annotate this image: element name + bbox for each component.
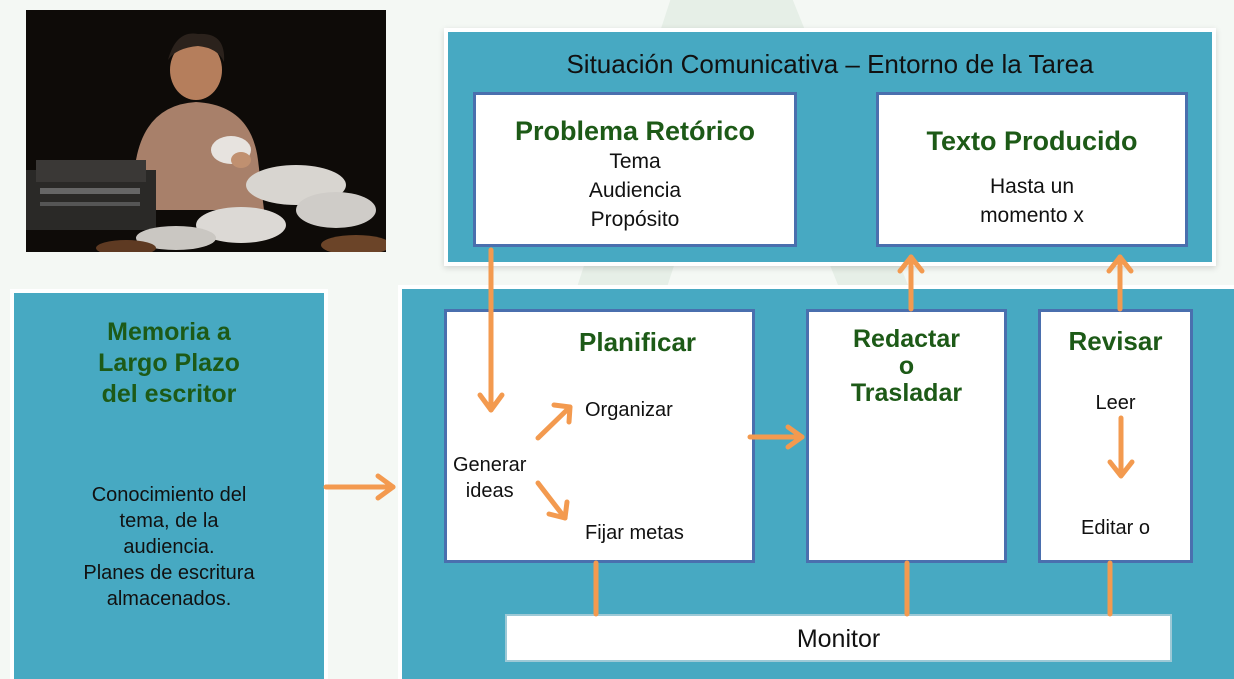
memory-heading-line: Memoria a	[107, 318, 231, 346]
rhetorical-problem-item: Audiencia	[588, 179, 682, 202]
arrow-generate-to-goals-head	[546, 499, 570, 521]
writer-photo	[26, 10, 386, 252]
review-heading: Revisar	[1068, 326, 1163, 356]
rhetorical-problem-item: Tema	[609, 150, 661, 173]
rhetorical-problem-item: Propósito	[590, 208, 680, 231]
plan-goals-label: Fijar metas	[585, 522, 684, 544]
memory-body-line: Planes de escritura	[83, 562, 255, 584]
review-edit-label: Editar o	[1081, 517, 1150, 539]
memory-body-line: audiencia.	[123, 536, 215, 558]
produced-text-box: Texto Producido Hasta un momento x	[876, 92, 1188, 247]
rhetorical-problem-heading: Problema Retórico	[514, 116, 756, 146]
arrow-review-to-text-head	[1106, 254, 1134, 274]
produced-text-line: Hasta un	[989, 175, 1075, 198]
arrow-memory-to-process-head	[375, 473, 396, 501]
arrow-generate-to-goals	[535, 480, 568, 521]
long-term-memory-panel: Memoria a Largo Plazo del escritor Conoc…	[10, 289, 328, 679]
arrow-translate-to-text-head	[897, 254, 925, 274]
memory-heading-line: Largo Plazo	[98, 349, 240, 377]
monitor-box: Monitor	[505, 614, 1172, 662]
rhetorical-problem-box: Problema Retórico Tema Audiencia Propósi…	[473, 92, 797, 247]
translate-box: Redactar o Trasladar	[806, 309, 1007, 563]
arrow-read-to-edit-head	[1107, 459, 1135, 479]
memory-body-line: Conocimiento del	[91, 484, 247, 506]
monitor-label: Monitor	[796, 625, 881, 653]
memory-body-line: almacenados.	[106, 588, 232, 610]
translate-heading-line: Trasladar	[850, 379, 963, 407]
plan-organize-label: Organizar	[585, 399, 673, 421]
produced-text-line: momento x	[980, 204, 1084, 227]
plan-generate-line: ideas	[465, 480, 514, 502]
arrow-plan-to-translate-head	[785, 424, 805, 450]
arrow-generate-to-organize-head	[551, 402, 573, 425]
produced-text-heading: Texto Producido	[926, 126, 1138, 156]
arrow-problem-to-plan-head	[477, 392, 505, 413]
panel-title: Situación Comunicativa – Entorno de la T…	[566, 49, 1094, 79]
translate-heading-line: o	[898, 352, 915, 380]
memory-heading-line: del escritor	[101, 380, 237, 408]
arrow-generate-to-organize	[535, 404, 573, 441]
review-box: Revisar Leer Editar o	[1038, 309, 1193, 563]
memory-body-line: tema, de la	[119, 510, 219, 532]
plan-generate-line: Generar	[453, 454, 527, 476]
review-read-label: Leer	[1095, 392, 1136, 414]
plan-heading: Planificar	[579, 327, 697, 357]
translate-heading-line: Redactar	[853, 326, 960, 353]
